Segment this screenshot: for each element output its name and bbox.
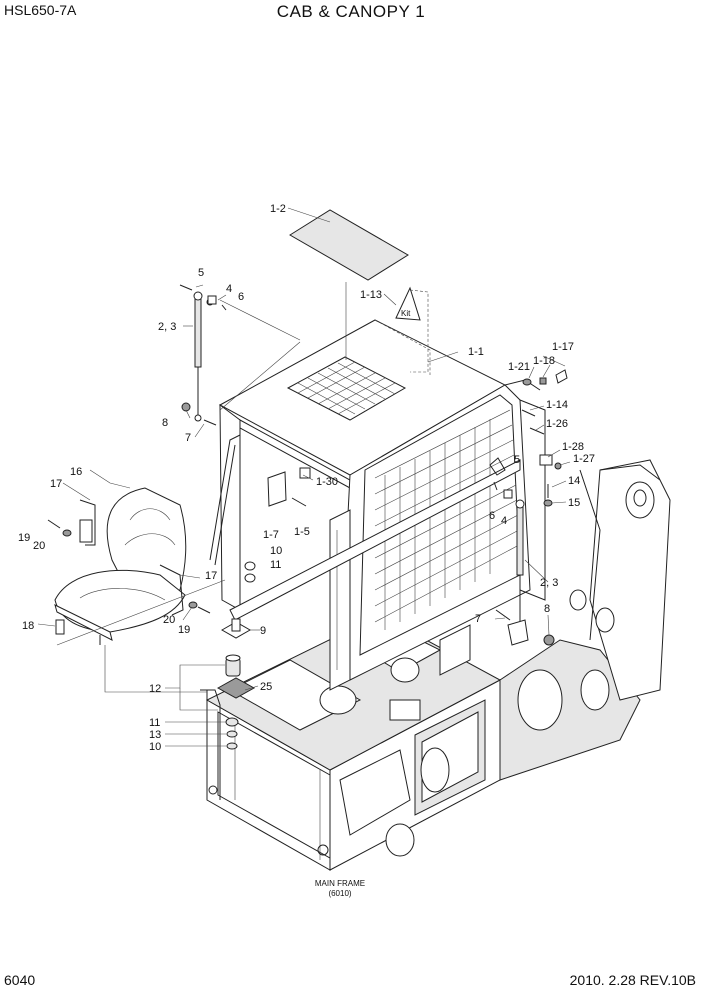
seat-mount bbox=[200, 618, 256, 800]
callout-12: 12 bbox=[149, 683, 161, 695]
callout-10: 10 bbox=[270, 545, 282, 557]
callout-1-14: 1-14 bbox=[546, 399, 568, 411]
callout-20: 20 bbox=[33, 540, 45, 552]
callout-14: 14 bbox=[568, 475, 580, 487]
callout-1-1: 1-1 bbox=[468, 346, 484, 358]
callout-2-3b: 2, 3 bbox=[540, 577, 558, 589]
callout-1-21: 1-21 bbox=[508, 361, 530, 373]
roof-hatch-grid bbox=[297, 361, 396, 415]
callout-11b: 11 bbox=[149, 717, 160, 729]
callout-6b: 6 bbox=[489, 510, 495, 522]
callout-19b: 19 bbox=[178, 624, 190, 636]
callout-1-7: 1-7 bbox=[263, 529, 279, 541]
warning-decal bbox=[395, 286, 421, 321]
callout-2-3: 2, 3 bbox=[158, 321, 176, 333]
callout-labels: 1-2 5 4 6 2, 3 1-13 1-1 1-17 1-21 1-18 1… bbox=[18, 203, 595, 753]
page-number: 6040 bbox=[4, 972, 36, 988]
gas-spring-right bbox=[515, 499, 525, 622]
gas-spring-left bbox=[193, 291, 203, 422]
callout-1-26: 1-26 bbox=[546, 418, 568, 430]
callout-1-5: 1-5 bbox=[294, 526, 310, 538]
callout-5b: 5 bbox=[514, 454, 520, 466]
callout-19: 19 bbox=[18, 532, 30, 544]
svg-text:Kit: Kit bbox=[401, 309, 411, 318]
callout-1-28: 1-28 bbox=[562, 441, 584, 453]
callout-4b: 4 bbox=[501, 515, 507, 527]
callout-8b: 8 bbox=[544, 603, 550, 615]
main-frame-ref: (6010) bbox=[328, 889, 351, 898]
callout-5: 5 bbox=[198, 267, 204, 279]
callout-13: 13 bbox=[149, 729, 161, 741]
page-title: CAB & CANOPY 1 bbox=[276, 2, 426, 21]
callout-15: 15 bbox=[568, 497, 580, 509]
callout-1-2: 1-2 bbox=[270, 203, 286, 215]
callout-7: 7 bbox=[185, 432, 191, 444]
leader-lines bbox=[37, 207, 571, 747]
callout-18: 18 bbox=[22, 620, 34, 632]
main-frame-label: MAIN FRAME bbox=[315, 879, 365, 888]
callout-6: 6 bbox=[238, 291, 244, 303]
callout-1-17: 1-17 bbox=[552, 341, 574, 353]
callout-1-30: 1-30 bbox=[316, 476, 338, 488]
model-code: HSL650-7A bbox=[4, 2, 77, 18]
callout-20b: 20 bbox=[163, 614, 175, 626]
callout-11: 11 bbox=[270, 559, 281, 571]
callout-17b: 17 bbox=[205, 570, 217, 582]
callout-9: 9 bbox=[260, 625, 266, 637]
callout-17: 17 bbox=[50, 478, 62, 490]
main-frame bbox=[205, 459, 671, 871]
callout-10b: 10 bbox=[149, 741, 161, 753]
callout-1-27: 1-27 bbox=[573, 453, 595, 465]
callout-16: 16 bbox=[70, 466, 82, 478]
callout-1-18: 1-18 bbox=[533, 355, 555, 367]
callout-25: 25 bbox=[260, 681, 272, 693]
operator-seat bbox=[54, 487, 187, 645]
callout-7b: 7 bbox=[475, 613, 481, 625]
roof-pad bbox=[289, 209, 409, 281]
callout-8: 8 bbox=[162, 417, 168, 429]
callout-1-13: 1-13 bbox=[360, 289, 382, 301]
revision-date: 2010. 2.28 REV.10B bbox=[569, 972, 696, 988]
hardware-parts bbox=[47, 284, 568, 646]
cab-structure bbox=[209, 319, 546, 691]
callout-4: 4 bbox=[226, 283, 232, 295]
